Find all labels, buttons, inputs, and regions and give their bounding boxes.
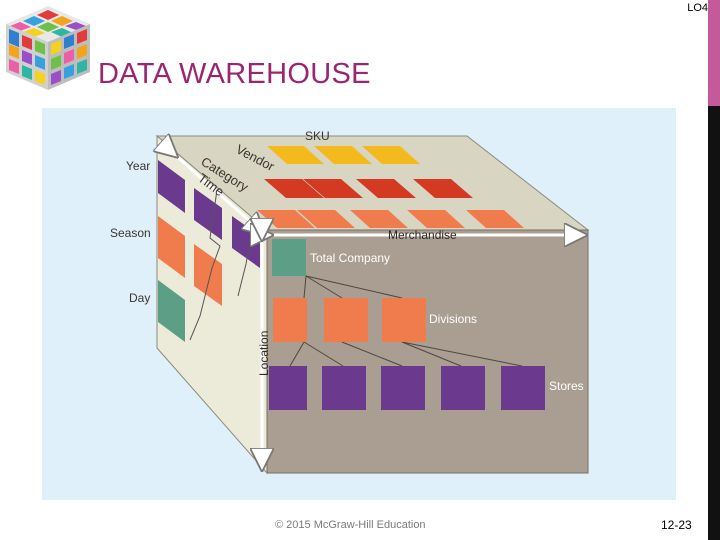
- store-cell: [381, 366, 425, 410]
- cube-front-face: [266, 229, 589, 474]
- vendor-cell: [356, 179, 416, 198]
- sku-cell: [362, 146, 420, 164]
- season-label: Season: [110, 226, 151, 240]
- day-blocks: [158, 280, 185, 342]
- time-axis-arrow: [174, 154, 262, 232]
- year-label: Year: [126, 159, 150, 173]
- slide-title: DATA WAREHOUSE: [98, 58, 371, 90]
- store-cell: [441, 366, 485, 410]
- app-cube-logo: [6, 6, 90, 90]
- lo-tag: LO4: [687, 2, 708, 14]
- store-cell: [501, 366, 545, 410]
- total-company-cell: [272, 239, 306, 276]
- store-cell: [322, 366, 366, 410]
- vendor-cell: [413, 179, 473, 198]
- copyright-footer: © 2015 McGraw-Hill Education: [275, 519, 426, 531]
- sku-cell: [267, 146, 324, 164]
- sku-row: [267, 146, 420, 164]
- division-cell: [324, 298, 368, 342]
- vendor-row: [264, 179, 473, 198]
- merchandise-label: Merchandise: [388, 228, 457, 242]
- day-cell: [158, 280, 185, 342]
- cube-left-face: [6, 24, 48, 90]
- day-label: Day: [129, 291, 150, 305]
- sku-label: SKU: [305, 129, 330, 143]
- stores-label: Stores: [549, 379, 584, 393]
- store-cell: [269, 366, 307, 410]
- vendor-cell: [264, 179, 324, 198]
- location-hierarchy-lines: [289, 275, 523, 367]
- division-cell: [382, 298, 426, 342]
- data-cube-diagram: SKU Vendor Category Time Merchandise Yea…: [42, 108, 676, 500]
- side-accent-bar: [708, 0, 720, 106]
- vendor-cell: [303, 179, 363, 198]
- divisions-label: Divisions: [429, 312, 477, 326]
- sku-cell: [314, 146, 372, 164]
- page-number: 12-23: [661, 518, 692, 532]
- location-label: Location: [257, 331, 271, 376]
- store-blocks: [269, 366, 545, 410]
- category-row: [257, 210, 524, 228]
- division-blocks: [273, 298, 426, 342]
- side-accent-bar-dark: [708, 106, 720, 540]
- division-cell: [273, 298, 307, 342]
- cube-right-face: [48, 24, 90, 90]
- total-company-label: Total Company: [310, 251, 390, 265]
